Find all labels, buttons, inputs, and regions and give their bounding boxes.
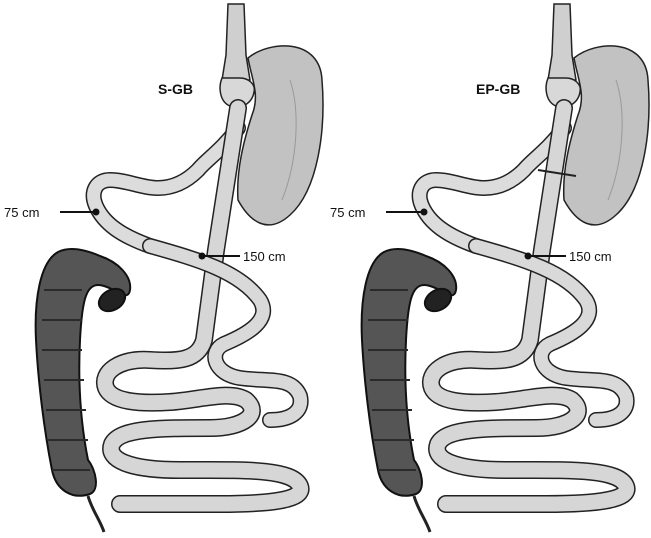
panel-title: S-GB [158,81,193,97]
pointer-dot-75 [93,209,100,216]
label-75cm: 75 cm [4,205,39,220]
label-150cm: 150 cm [243,249,286,264]
pointer-dot-150 [525,253,532,260]
panel-s-gb: S-GB 75 cm 150 cm [4,4,323,532]
panel-ep-gb: EP-GB 75 cm 150 cm [330,4,649,532]
label-75cm: 75 cm [330,205,365,220]
pointer-dot-150 [199,253,206,260]
panel-title: EP-GB [476,81,520,97]
label-150cm: 150 cm [569,249,612,264]
pointer-dot-75 [421,209,428,216]
